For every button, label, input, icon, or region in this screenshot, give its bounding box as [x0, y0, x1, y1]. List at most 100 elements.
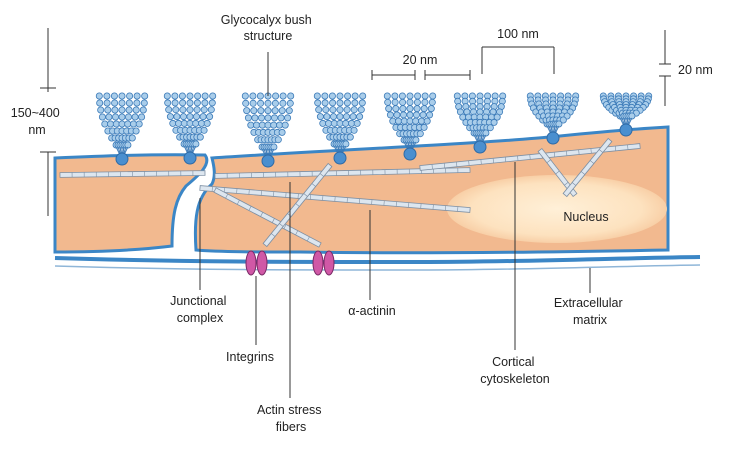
- glycan-bead: [251, 114, 259, 122]
- glycan-bead: [413, 105, 421, 113]
- glycan-chain: [267, 92, 295, 162]
- label-integrins: Integrins: [226, 350, 274, 364]
- glycan-bead: [165, 106, 173, 114]
- glycan-bead: [321, 92, 329, 100]
- glycan-bead: [264, 121, 272, 129]
- fiber-strand: [262, 162, 333, 248]
- glycan-bead: [284, 114, 292, 122]
- core-protein-node: [183, 151, 197, 165]
- glycan-bead: [272, 92, 280, 100]
- glycan-bead: [350, 106, 358, 114]
- glycocalyx-bush: [453, 92, 507, 154]
- glycan-bead: [315, 106, 323, 114]
- fiber-segment: [236, 199, 240, 205]
- glycocalyx-bush: [241, 92, 295, 168]
- glycan-bead: [279, 92, 287, 100]
- glycan-bead: [394, 117, 402, 125]
- fiber-segment: [580, 171, 586, 175]
- glycan-chain: [188, 92, 202, 159]
- glycan-bead: [208, 99, 216, 107]
- integrin-right: [312, 250, 335, 276]
- glycan-bead: [111, 106, 119, 114]
- fiber-segment: [319, 173, 324, 177]
- glycan-bead: [139, 106, 147, 114]
- core-protein-node: [619, 123, 633, 137]
- glycan-chain: [599, 92, 627, 131]
- glycan-chain: [625, 92, 653, 131]
- glycan-bead: [391, 92, 399, 100]
- glycan-bead: [257, 107, 265, 115]
- glycan-bead: [264, 99, 272, 107]
- glycan-bead: [336, 106, 344, 114]
- glycocalyx-bush: [163, 92, 217, 165]
- fiber-segment: [287, 213, 292, 217]
- glycan-bead: [336, 92, 344, 100]
- glycan-bead: [135, 120, 143, 128]
- glycan-bead: [194, 92, 202, 100]
- fiber-body: [562, 137, 613, 198]
- glycan-bead: [186, 106, 194, 114]
- fiber-segment: [295, 203, 300, 207]
- glycan-bead: [179, 106, 187, 114]
- glycan-bead: [200, 126, 208, 134]
- glycan-bead: [406, 98, 414, 106]
- glycan-bead: [555, 120, 563, 128]
- glycan-bead: [323, 113, 331, 121]
- glycan-chain: [189, 92, 217, 159]
- glycan-bead: [389, 117, 397, 125]
- glycan-bead: [336, 113, 344, 121]
- fiber-layer: [59, 137, 641, 248]
- glycan-bead: [490, 118, 498, 126]
- fiber-segment: [271, 218, 275, 223]
- glycan-bead: [406, 111, 414, 119]
- fiber-strand: [562, 137, 613, 198]
- glycan-bead: [313, 92, 321, 100]
- glycan-bead: [125, 99, 133, 107]
- glycan-bead: [482, 129, 490, 137]
- glycan-bead: [244, 114, 252, 122]
- glycan-bead: [209, 92, 217, 100]
- left-cell-body: [53, 153, 209, 254]
- glycan-bead: [206, 113, 214, 121]
- glycan-bead: [353, 119, 361, 127]
- glycan-bead: [192, 140, 200, 148]
- glycan-bead: [324, 119, 332, 127]
- glycan-bead: [95, 92, 103, 100]
- fiber-strand: [213, 187, 322, 248]
- glycan-bead: [413, 98, 421, 106]
- glycan-bead: [420, 105, 428, 113]
- glycan-bead: [329, 106, 337, 114]
- glycan-bead: [347, 119, 355, 127]
- glycan-bead: [343, 99, 351, 107]
- glycan-bead: [279, 99, 287, 107]
- fiber-segment: [306, 236, 310, 242]
- fiber-segment: [555, 170, 560, 175]
- dim-150-400-bracket: [40, 28, 56, 216]
- glycan-bead: [316, 113, 324, 121]
- glycan-bead: [393, 111, 401, 119]
- label-extracellular-matrix: Extracellular matrix: [554, 296, 626, 327]
- glycan-bead: [330, 119, 338, 127]
- glycan-bead: [207, 106, 215, 114]
- glycan-bead: [628, 112, 636, 120]
- glycan-bead: [412, 136, 420, 144]
- glycan-bead: [322, 106, 330, 114]
- glycan-bead: [351, 99, 359, 107]
- glycan-bead: [172, 106, 180, 114]
- glycan-chain: [541, 92, 555, 139]
- glycan-bead: [264, 107, 272, 115]
- glycan-bead: [133, 99, 141, 107]
- glycan-bead: [421, 98, 429, 106]
- glycan-bead: [125, 106, 133, 114]
- glycan-bead: [103, 99, 111, 107]
- glycan-bead: [342, 140, 350, 148]
- glycan-bead: [169, 119, 177, 127]
- glycan-bead: [419, 111, 427, 119]
- glycan-bead: [164, 99, 172, 107]
- fiber-segment: [571, 182, 577, 186]
- glycan-bead: [559, 116, 567, 124]
- glycan-bead: [336, 119, 344, 127]
- glycocalyx-bush: [95, 92, 149, 166]
- glycan-bead: [163, 92, 171, 100]
- glycan-bead: [105, 113, 113, 121]
